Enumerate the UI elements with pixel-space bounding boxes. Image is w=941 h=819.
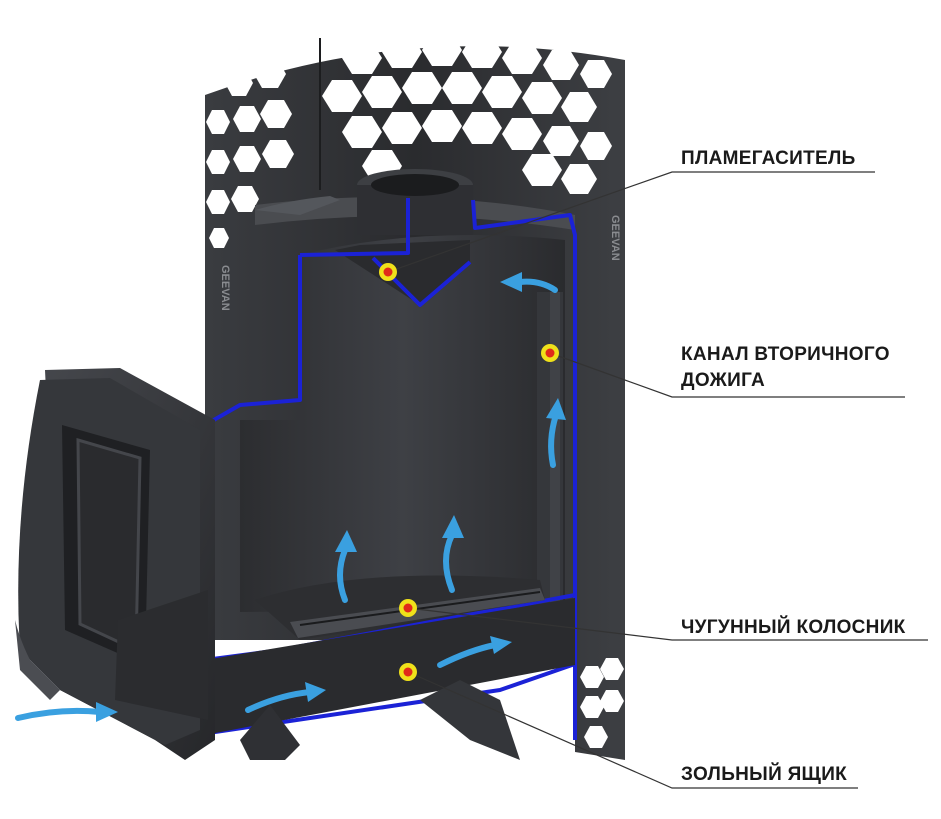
label-cast-iron-grate: ЧУГУННЫЙ КОЛОСНИК xyxy=(681,617,906,638)
brand-mark-left: GEEVAN xyxy=(219,265,231,311)
leader-flame-arrester xyxy=(387,171,875,273)
hex-perforations-back xyxy=(322,34,612,194)
ash-box xyxy=(205,598,575,760)
firebox-body xyxy=(240,169,565,612)
hex-perforations-lower xyxy=(580,658,624,748)
hex-perforations-left xyxy=(206,60,294,248)
brand-mark-right: GEEVAN xyxy=(609,215,621,261)
marker-secondary-channel xyxy=(541,344,559,362)
marker-ash-box xyxy=(399,663,417,681)
leader-lines xyxy=(387,171,928,789)
marker-cast-iron-grate xyxy=(399,599,417,617)
label-secondary-channel: КАНАЛ ВТОРИЧНОГО ДОЖИГА xyxy=(681,342,890,394)
airflow-arrows xyxy=(15,272,566,722)
leader-cast-iron-grate xyxy=(407,607,928,641)
label-ash-box: ЗОЛЬНЫЙ ЯЩИК xyxy=(681,764,848,785)
leader-secondary-channel xyxy=(549,352,905,398)
label-secondary-channel-line1: КАНАЛ ВТОРИЧНОГО xyxy=(681,344,890,365)
leader-ash-box xyxy=(407,671,858,789)
marker-flame-arrester xyxy=(379,263,397,281)
callout-markers xyxy=(379,263,559,681)
label-secondary-channel-line2: ДОЖИГА xyxy=(681,370,765,391)
loading-door xyxy=(15,368,215,760)
air-intake-arrow xyxy=(15,707,103,721)
label-flame-arrester: ПЛАМЕГАСИТЕЛЬ xyxy=(681,148,856,169)
